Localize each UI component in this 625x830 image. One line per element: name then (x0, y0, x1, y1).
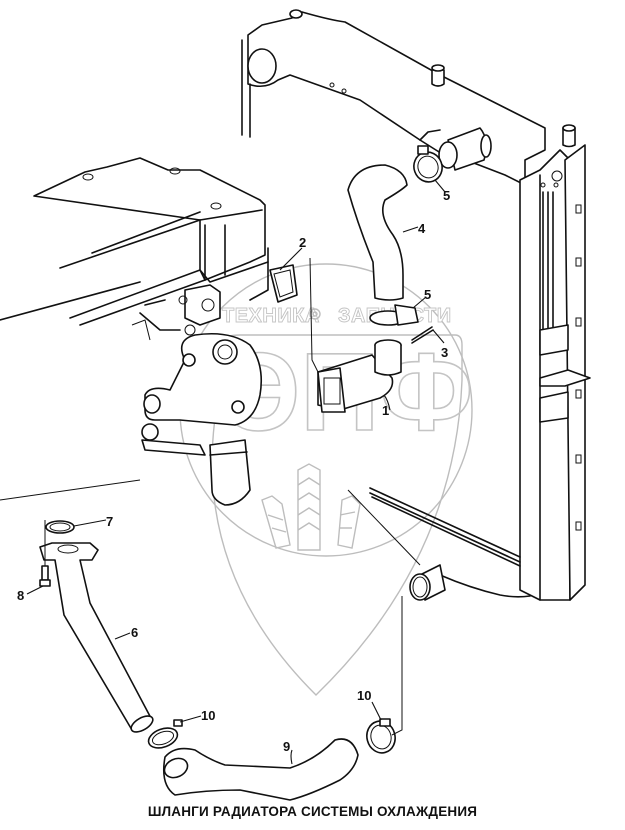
callout-1: 1 (382, 403, 389, 418)
watermark-left-text: ТЕХНИКА (222, 305, 320, 327)
part-clamp-upper (413, 145, 443, 183)
diagram-title: ШЛАНГИ РАДИАТОРА СИСТЕМЫ ОХЛАЖДЕНИЯ (147, 804, 478, 819)
callout-2: 2 (299, 235, 306, 250)
watermark-wheat-icon (261, 463, 361, 551)
callout-10-right: 10 (357, 688, 371, 703)
engine-block (0, 157, 269, 336)
part-clamp-right (366, 718, 396, 754)
callout-8: 8 (17, 588, 24, 603)
callout-5-upper: 5 (443, 188, 450, 203)
part-clamp-left (147, 719, 183, 749)
part-upper-hose (347, 164, 408, 301)
part-water-pipe (39, 542, 154, 733)
part-gasket (269, 257, 319, 373)
part-thermostat-outlet (317, 339, 402, 413)
callout-6: 6 (131, 625, 138, 640)
callout-3: 3 (441, 345, 448, 360)
part-lower-hose (162, 738, 359, 801)
watermark-shield (211, 334, 463, 696)
part-flange-bolt (39, 520, 51, 587)
part-bolt (411, 326, 434, 344)
callout-5-lower: 5 (424, 287, 431, 302)
watermark-gear-icon (309, 308, 321, 320)
callout-9: 9 (283, 739, 290, 754)
callout-4: 4 (418, 221, 426, 236)
callouts: 1 2 3 4 5 5 6 7 8 9 10 10 (17, 179, 450, 765)
part-clamp-lower (369, 304, 419, 326)
radiator-lower-inlet (347, 489, 446, 736)
callout-10-left: 10 (201, 708, 215, 723)
radiator (241, 9, 591, 601)
callout-7: 7 (106, 514, 113, 529)
part-o-ring (45, 520, 75, 534)
water-pump-housing (0, 319, 263, 506)
